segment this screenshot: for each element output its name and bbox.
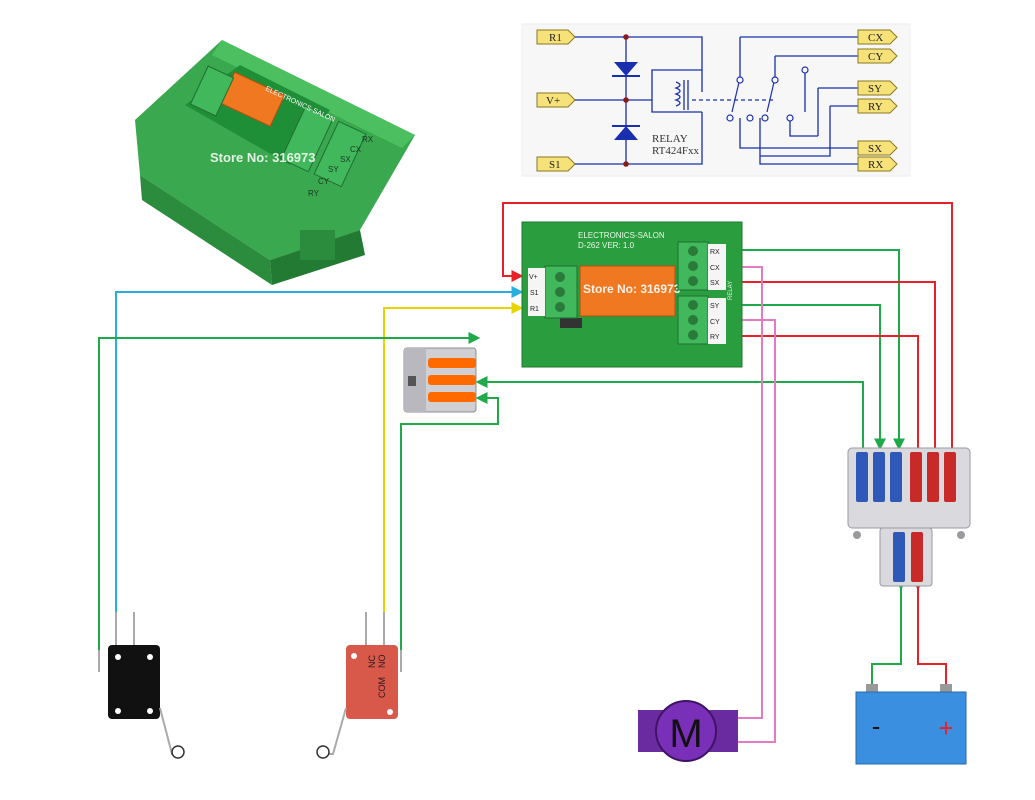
svg-text:CX: CX	[868, 32, 883, 44]
wire-pink-cy	[735, 319, 776, 743]
diode-component	[560, 318, 582, 328]
svg-text:NC: NC	[367, 655, 377, 668]
svg-text:CY: CY	[868, 51, 883, 63]
board-watermark: Store No: 316973	[583, 282, 681, 296]
svg-text:R1: R1	[530, 306, 539, 313]
board-terminal-left: V+ S1 R1	[528, 265, 578, 319]
schematic-output-sx-tag: SX	[857, 140, 898, 156]
svg-text:V+: V+	[546, 95, 560, 107]
photo-terminal-labels: RY CY SY SX CX RX	[308, 135, 374, 198]
schematic-output-rx-tag: RX	[857, 156, 898, 172]
lever-connector-1in-6out	[847, 447, 971, 587]
schematic-input-s1-tag: S1	[536, 156, 576, 172]
board-terminal-right-bottom: SY CY RY	[677, 295, 726, 345]
battery-plus-label: +	[938, 713, 953, 743]
wire-red-sx	[722, 276, 936, 448]
schematic-diode-bottom	[612, 125, 640, 140]
schematic-relay-model: RT424Fxx	[652, 145, 700, 157]
wire-cyan-s1	[115, 286, 524, 612]
lever-connector-3way	[403, 347, 477, 413]
relay-component	[579, 265, 676, 317]
schematic-relay-contacts	[726, 66, 809, 122]
svg-text:RY: RY	[308, 189, 320, 198]
photo-watermark: Store No: 316973	[210, 150, 316, 165]
wire-green-common	[475, 376, 864, 448]
microswitch-right: NC NO COM	[316, 612, 402, 759]
board-terminal-right-top: RX CX SX	[677, 241, 726, 291]
schematic-diode-top	[612, 62, 640, 77]
svg-text:CX: CX	[710, 265, 720, 272]
switch-right-labels: NC NO COM	[367, 655, 387, 699]
schematic-relay-label: RELAY	[652, 133, 688, 145]
svg-text:RY: RY	[710, 334, 720, 341]
svg-text:V+: V+	[529, 274, 538, 281]
wire-green-left-switch	[98, 332, 481, 650]
board-brand: ELECTRONICS-SALON	[578, 231, 665, 240]
microswitch-left	[98, 612, 185, 759]
wire-red-ry	[722, 330, 919, 448]
svg-text:RY: RY	[868, 101, 883, 113]
svg-text:S1: S1	[549, 159, 561, 171]
svg-text:NO: NO	[377, 655, 387, 669]
schematic-output-sy-tag: SY	[857, 80, 898, 96]
svg-text:SY: SY	[868, 83, 882, 95]
motor-label: M	[669, 712, 702, 756]
wire-green-rx	[740, 249, 905, 451]
svg-text:SY: SY	[328, 165, 339, 174]
svg-text:RX: RX	[710, 249, 720, 256]
svg-text:SY: SY	[710, 303, 720, 310]
schematic-output-cx-tag: CX	[857, 29, 898, 45]
svg-text:CX: CX	[350, 145, 362, 154]
schematic-input-vplus-tag: V+	[536, 92, 576, 108]
schematic-output-cy-tag: CY	[857, 48, 898, 64]
relay-module-photo: ELECTRONICS-SALON Store No: 316973 RY CY…	[135, 40, 415, 285]
svg-text:SX: SX	[340, 155, 351, 164]
battery-minus-label: -	[872, 711, 881, 741]
svg-text:S1: S1	[530, 290, 539, 297]
schematic-junctions	[623, 34, 629, 167]
svg-text:CY: CY	[710, 319, 720, 326]
board-side-label: RELAY	[728, 281, 734, 300]
svg-text:CY: CY	[318, 177, 330, 186]
svg-text:R1: R1	[549, 32, 562, 44]
wire-red-battery-pos	[912, 578, 947, 686]
svg-text:SX: SX	[868, 143, 882, 155]
relay-board: ELECTRONICS-SALON D-262 VER: 1.0 Store N…	[521, 221, 743, 368]
wire-green-right-switch	[400, 392, 499, 650]
dc-motor: M	[638, 700, 738, 762]
wire-green-sy	[740, 304, 886, 451]
schematic-output-ry-tag: RY	[857, 98, 898, 114]
svg-text:RX: RX	[362, 135, 374, 144]
wire-yellow-r1	[383, 302, 524, 612]
wire-green-battery-neg	[871, 578, 907, 686]
wires	[98, 202, 953, 743]
wire-red-vplus	[502, 202, 953, 448]
schematic-relay-coil	[674, 80, 775, 110]
svg-text:RX: RX	[868, 159, 883, 171]
wire-pink-cx	[735, 266, 763, 719]
relay-schematic: R1 V+ S1	[521, 23, 911, 177]
svg-text:COM: COM	[377, 677, 387, 698]
board-model: D-262 VER: 1.0	[578, 241, 635, 250]
battery: - +	[855, 684, 967, 765]
svg-text:SX: SX	[710, 280, 720, 287]
schematic-input-r1-tag: R1	[536, 29, 576, 45]
